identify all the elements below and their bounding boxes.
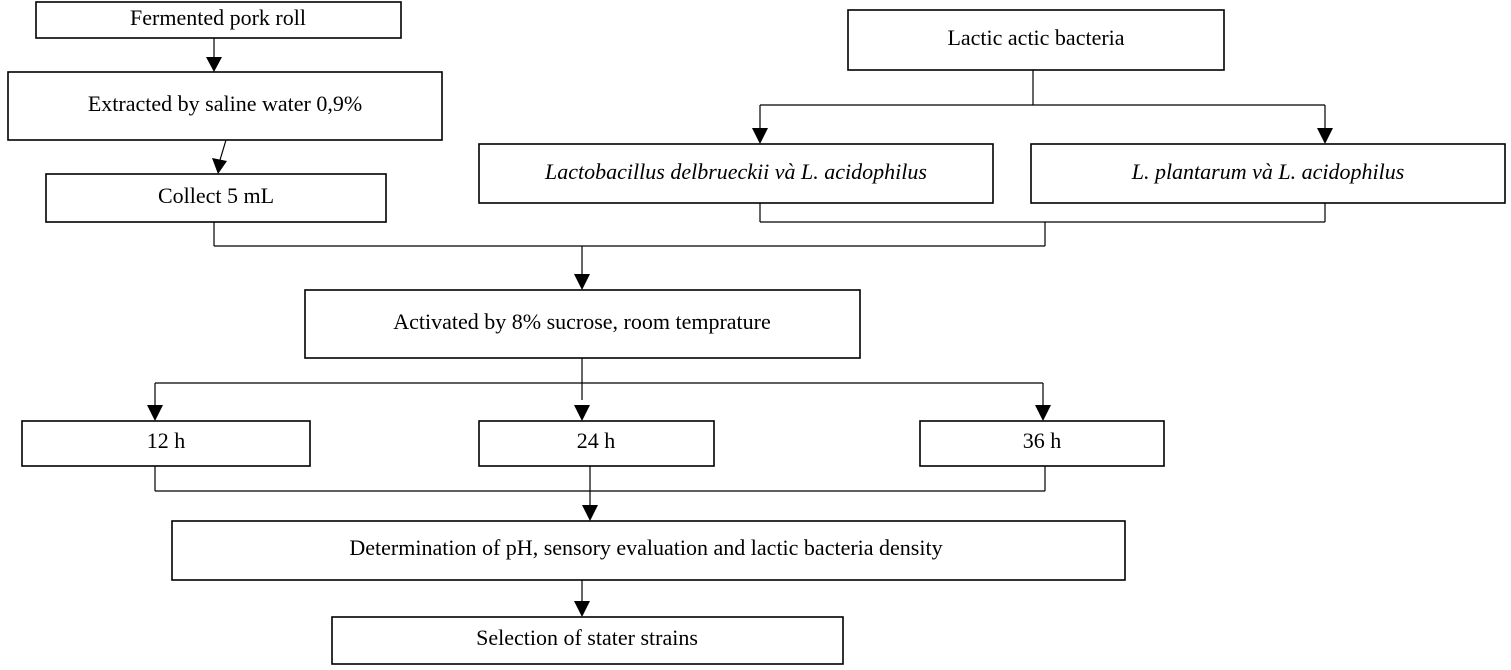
label-strain-pair-1: Lactobacillus delbrueckii và L. acidophi… [544, 159, 927, 184]
label-fermented-pork-roll: Fermented pork roll [130, 5, 306, 30]
box-36h [919, 420, 1165, 467]
label-36h: 36 h [1023, 428, 1062, 453]
label-12h: 12 h [147, 428, 186, 453]
box-collect [45, 173, 387, 223]
arrowhead [752, 128, 768, 144]
arrowhead [574, 405, 590, 421]
arrowhead [1035, 405, 1051, 421]
label-strain-pair-2: L. plantarum và L. acidophilus [1131, 159, 1405, 184]
arrowhead [1317, 128, 1333, 144]
label-activated: Activated by 8% sucrose, room temprature [393, 309, 771, 334]
connector-extracted-to-collect [219, 139, 227, 161]
label-24h: 24 h [577, 428, 616, 453]
box-selection [331, 616, 844, 665]
box-activated [304, 289, 861, 359]
box-24h [478, 420, 715, 467]
arrowhead [582, 505, 598, 521]
box-determination [171, 520, 1126, 581]
box-extracted [7, 71, 443, 141]
box-lactic-bacteria [847, 9, 1225, 71]
label-selection: Selection of stater strains [476, 625, 698, 650]
arrowhead [574, 601, 590, 617]
arrowhead [212, 158, 227, 174]
arrowhead [206, 57, 222, 72]
label-determination: Determination of pH, sensory evaluation … [349, 535, 942, 560]
label-extracted: Extracted by saline water 0,9% [88, 91, 362, 116]
box-strain-pair-1 [478, 143, 994, 204]
arrowhead [574, 274, 590, 290]
box-strain-pair-2 [1030, 143, 1506, 204]
box-12h [21, 420, 311, 467]
box-fermented-pork-roll [35, 1, 402, 39]
label-lactic-bacteria: Lactic actic bacteria [947, 25, 1124, 50]
label-collect: Collect 5 mL [158, 183, 274, 208]
arrowhead [147, 405, 163, 421]
